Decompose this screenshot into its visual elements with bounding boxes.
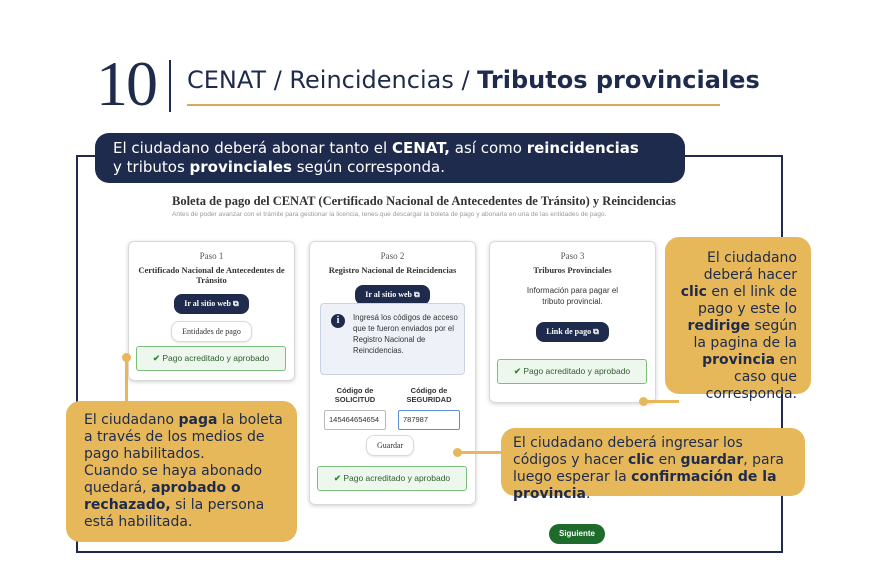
info-message: i Ingresá los códigos de acceso que te f… <box>320 303 465 375</box>
banner-bold: provinciales <box>189 158 292 176</box>
callout-text: según la pagina de la <box>693 318 797 351</box>
banner-text: El ciudadano deberá abonar tanto el <box>113 139 392 157</box>
check-icon: ✔ <box>513 366 521 376</box>
banner-text: según corresponda. <box>291 158 445 176</box>
callout-bold: aprobado o rechazado, <box>84 480 241 513</box>
callout-payment-link: El ciudadano deberá hacer clic en el lin… <box>665 237 811 402</box>
website-button[interactable]: Ir al sitio web ⧉ <box>355 285 430 305</box>
status-text: Pago acreditado y aprobado <box>523 366 631 376</box>
card-name: Certificado Nacional de Antecedentes de … <box>138 265 285 285</box>
callout-codes: El ciudadano deberá ingresar los códigos… <box>501 428 805 502</box>
label-line: SOLICITUD <box>334 395 376 404</box>
website-button-label: Ir al sitio web <box>365 290 413 299</box>
callout-text: . <box>585 486 591 502</box>
card-description: Información para pagar el tributo provin… <box>526 286 619 306</box>
website-button-label: Ir al sitio web <box>184 299 232 308</box>
check-icon: ✔ <box>152 353 160 363</box>
payment-link-label: Link de pago <box>546 327 592 336</box>
connector-line <box>643 400 679 403</box>
card-step-label: Paso 3 <box>560 251 585 261</box>
status-text: Pago acreditado y aprobado <box>343 473 451 483</box>
external-link-icon: ⧉ <box>593 327 599 336</box>
connector-line <box>457 451 502 454</box>
status-approved: ✔ Pago acreditado y aprobado <box>317 466 467 491</box>
payment-entities-button[interactable]: Entidades de pago <box>171 321 252 342</box>
info-text: Ingresá los códigos de acceso que te fue… <box>353 313 458 355</box>
card-name: Triburos Provinciales <box>533 265 612 275</box>
external-link-icon: ⧉ <box>414 290 420 299</box>
callout-text: en el link de pago y este lo <box>697 284 797 317</box>
callout-text: en caso que corresponda. <box>705 352 797 402</box>
label-line: Código de <box>410 386 448 395</box>
connector-line <box>125 357 128 403</box>
section-title-bold: Tributos provinciales <box>477 66 760 94</box>
callout-bold: guardar <box>680 452 744 468</box>
banner-bold: reincidencias <box>526 139 639 157</box>
callout-text: la boleta a través de los medios de pago… <box>84 412 283 462</box>
status-approved: ✔ Pago acreditado y aprobado <box>136 346 286 371</box>
next-button[interactable]: Siguiente <box>549 524 605 544</box>
payment-link-button[interactable]: Link de pago ⧉ <box>536 322 609 342</box>
callout-bold: paga <box>178 412 218 428</box>
request-code-input[interactable]: 145464654654 <box>324 410 386 430</box>
callout-text: , para luego esperar la <box>513 452 784 485</box>
website-button[interactable]: Ir al sitio web ⧉ <box>174 294 249 314</box>
callout-bold: provincia <box>702 352 776 368</box>
callout-bold: confirmación de la provincia <box>513 469 777 502</box>
callout-text: si la persona está habilitada. <box>84 497 265 530</box>
callout-bold: clic <box>627 452 655 468</box>
info-banner: El ciudadano deberá abonar tanto el CENA… <box>95 133 685 183</box>
section-title-plain: CENAT / Reincidencias / <box>187 66 478 94</box>
label-line: Código de <box>336 386 374 395</box>
banner-bold: CENAT, <box>391 139 450 157</box>
banner-text: así como <box>449 139 527 157</box>
callout-text: El ciudadano <box>84 412 179 428</box>
external-link-icon: ⧉ <box>233 299 239 308</box>
page-title: Boleta de pago del CENAT (Certificado Na… <box>172 194 676 208</box>
security-code-input[interactable]: 787987 <box>398 410 460 430</box>
info-icon: i <box>331 314 345 328</box>
callout-bold: clic <box>680 284 707 300</box>
card-step-label: Paso 2 <box>380 251 405 261</box>
status-approved: ✔ Pago acreditado y aprobado <box>497 359 647 384</box>
callout-text: Cuando se haya abonado quedará, <box>84 463 263 496</box>
check-icon: ✔ <box>333 473 341 483</box>
label-line: SEGURIDAD <box>406 395 452 404</box>
save-button[interactable]: Guardar <box>366 435 415 456</box>
callout-text: El ciudadano deberá hacer <box>703 250 797 283</box>
callout-text: en <box>654 452 681 468</box>
banner-text: y tributos <box>113 158 190 176</box>
callout-payment: El ciudadano paga la boleta a través de … <box>66 401 297 542</box>
callout-text: El ciudadano deberá ingresar los códigos… <box>513 435 743 468</box>
status-text: Pago acreditado y aprobado <box>162 353 270 363</box>
page-subtitle: Antes de poder avanzar con el trámite pa… <box>172 211 607 218</box>
callout-bold: redirige <box>687 318 750 334</box>
header-separator <box>169 60 171 112</box>
card-step-label: Paso 1 <box>199 251 224 261</box>
header-underline <box>187 104 720 106</box>
card-name: Registro Nacional de Reincidencias <box>328 265 457 275</box>
section-title: CENAT / Reincidencias / Tributos provinc… <box>187 66 760 94</box>
step-number: 10 <box>96 48 158 119</box>
